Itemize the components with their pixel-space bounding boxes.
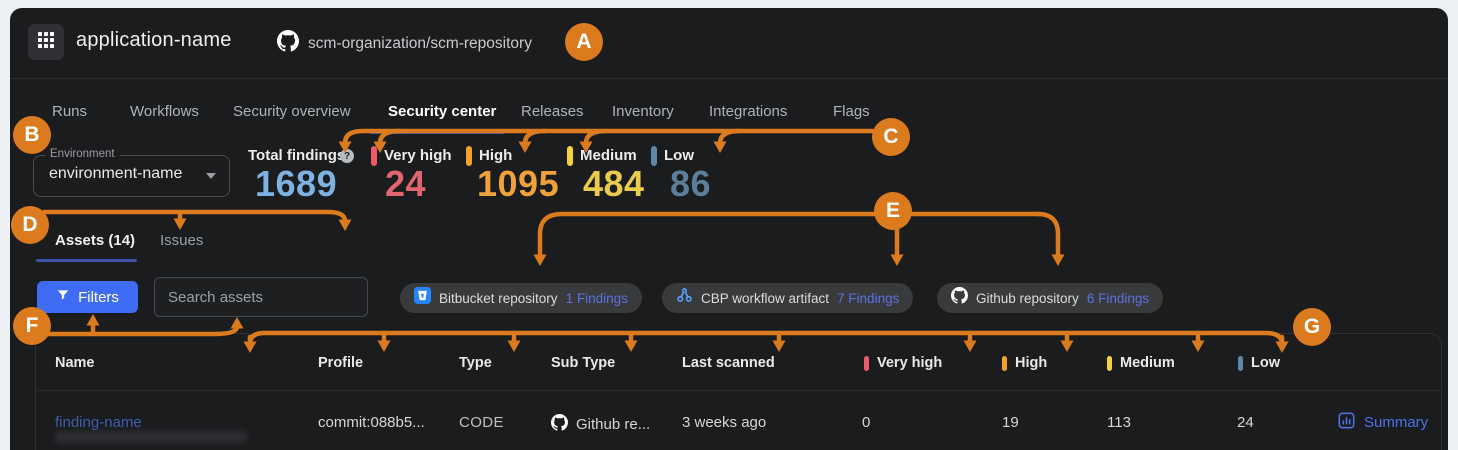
very-high-value: 24 — [385, 163, 427, 204]
filters-button[interactable]: Filters — [37, 281, 138, 313]
col-header-profile[interactable]: Profile — [318, 355, 364, 371]
github-icon — [277, 30, 299, 57]
filters-button-label: Filters — [78, 288, 119, 306]
summary-link[interactable]: Summary — [1338, 412, 1428, 433]
chip-label: Bitbucket repository — [439, 290, 558, 306]
low-column-marker — [1238, 356, 1243, 371]
nav-tab-inventory[interactable]: Inventory — [612, 103, 674, 120]
chip-cbp-workflow-artifact[interactable]: CBP workflow artifact 7 Findings — [662, 283, 914, 313]
chevron-down-icon — [206, 173, 216, 179]
very-high-label: Very high — [384, 147, 452, 164]
cell-sub-type: Github re... — [551, 414, 650, 435]
high-label: High — [479, 147, 513, 164]
very-high-marker — [371, 146, 377, 166]
chip-label: CBP workflow artifact — [701, 290, 830, 306]
app-title: application-name — [76, 29, 232, 51]
low-label: Low — [664, 147, 694, 164]
github-icon — [951, 287, 968, 309]
nav-tab-workflows[interactable]: Workflows — [130, 103, 199, 120]
apps-grid-icon — [37, 31, 55, 54]
chip-label: Github repository — [976, 290, 1079, 306]
cell-type: CODE — [459, 414, 504, 431]
topbar-divider — [10, 78, 1448, 79]
report-chart-icon — [1338, 412, 1355, 433]
medium-value: 484 — [583, 163, 645, 204]
chip-findings-count: 7 Findings — [837, 290, 900, 306]
table-header-divider — [36, 390, 1441, 391]
very-high-column-marker — [864, 356, 869, 371]
environment-label: Environment — [45, 148, 120, 160]
annotation-badge-e: E — [874, 192, 912, 230]
cell-low: 24 — [1237, 414, 1254, 431]
tab-assets[interactable]: Assets (14) — [55, 232, 136, 249]
active-nav-underline — [370, 131, 505, 134]
chip-findings-count: 1 Findings — [565, 290, 628, 306]
col-header-last-scanned[interactable]: Last scanned — [682, 355, 775, 371]
col-header-type[interactable]: Type — [459, 355, 492, 371]
bitbucket-icon — [414, 287, 431, 309]
help-icon[interactable]: ? — [340, 149, 354, 163]
col-header-medium[interactable]: Medium — [1120, 355, 1175, 371]
webhook-icon — [676, 287, 693, 309]
low-value: 86 — [670, 163, 712, 204]
nav-tab-releases[interactable]: Releases — [521, 103, 584, 120]
annotation-badge-c: C — [872, 118, 910, 156]
filter-funnel-icon — [56, 288, 70, 306]
nav-tab-security-overview[interactable]: Security overview — [233, 103, 351, 120]
redacted-text — [55, 431, 247, 443]
high-marker — [466, 146, 472, 166]
annotation-badge-d: D — [11, 206, 49, 244]
high-column-marker — [1002, 356, 1007, 371]
medium-label: Medium — [580, 147, 637, 164]
annotation-badge-g: G — [1293, 308, 1331, 346]
nav-tab-integrations[interactable]: Integrations — [709, 103, 788, 120]
apps-grid-button[interactable] — [28, 24, 64, 60]
total-findings-label: Total findings — [248, 147, 346, 164]
col-header-sub-type[interactable]: Sub Type — [551, 355, 616, 371]
col-header-name[interactable]: Name — [55, 355, 95, 371]
cell-last-scanned: 3 weeks ago — [682, 414, 767, 431]
annotation-badge-f: F — [13, 307, 51, 345]
nav-tab-security-center[interactable]: Security center — [388, 103, 497, 120]
tab-issues[interactable]: Issues — [160, 232, 204, 249]
sub-type-label: Github re... — [576, 416, 651, 433]
medium-column-marker — [1107, 356, 1112, 371]
annotation-badge-a: A — [565, 23, 603, 61]
total-findings-value: 1689 — [255, 163, 338, 204]
medium-marker — [567, 146, 573, 166]
cell-profile: commit:088b5... — [318, 414, 425, 431]
environment-value: environment-name — [49, 165, 183, 182]
github-icon — [551, 414, 568, 435]
chip-findings-count: 6 Findings — [1086, 290, 1150, 306]
low-marker — [651, 146, 657, 166]
environment-select[interactable] — [33, 155, 230, 197]
repo-name: scm-organization/scm-repository — [308, 34, 532, 52]
cell-very-high: 0 — [862, 414, 871, 431]
repo-breadcrumb[interactable]: scm-organization/scm-repository — [277, 30, 532, 57]
summary-label: Summary — [1364, 414, 1429, 431]
nav-tab-flags[interactable]: Flags — [833, 103, 870, 120]
asset-name-link[interactable]: finding-name — [55, 414, 142, 431]
annotation-badge-b: B — [13, 116, 51, 154]
col-header-very-high[interactable]: Very high — [877, 355, 943, 371]
active-content-tab-underline — [36, 259, 137, 262]
chip-bitbucket-repository[interactable]: Bitbucket repository 1 Findings — [400, 283, 642, 313]
nav-tab-runs[interactable]: Runs — [52, 103, 88, 120]
cell-high: 19 — [1002, 414, 1019, 431]
col-header-low[interactable]: Low — [1251, 355, 1280, 371]
chip-github-repository[interactable]: Github repository 6 Findings — [937, 283, 1164, 313]
cell-medium: 113 — [1107, 414, 1131, 431]
high-value: 1095 — [477, 163, 560, 204]
search-input[interactable] — [154, 277, 368, 317]
col-header-high[interactable]: High — [1015, 355, 1048, 371]
